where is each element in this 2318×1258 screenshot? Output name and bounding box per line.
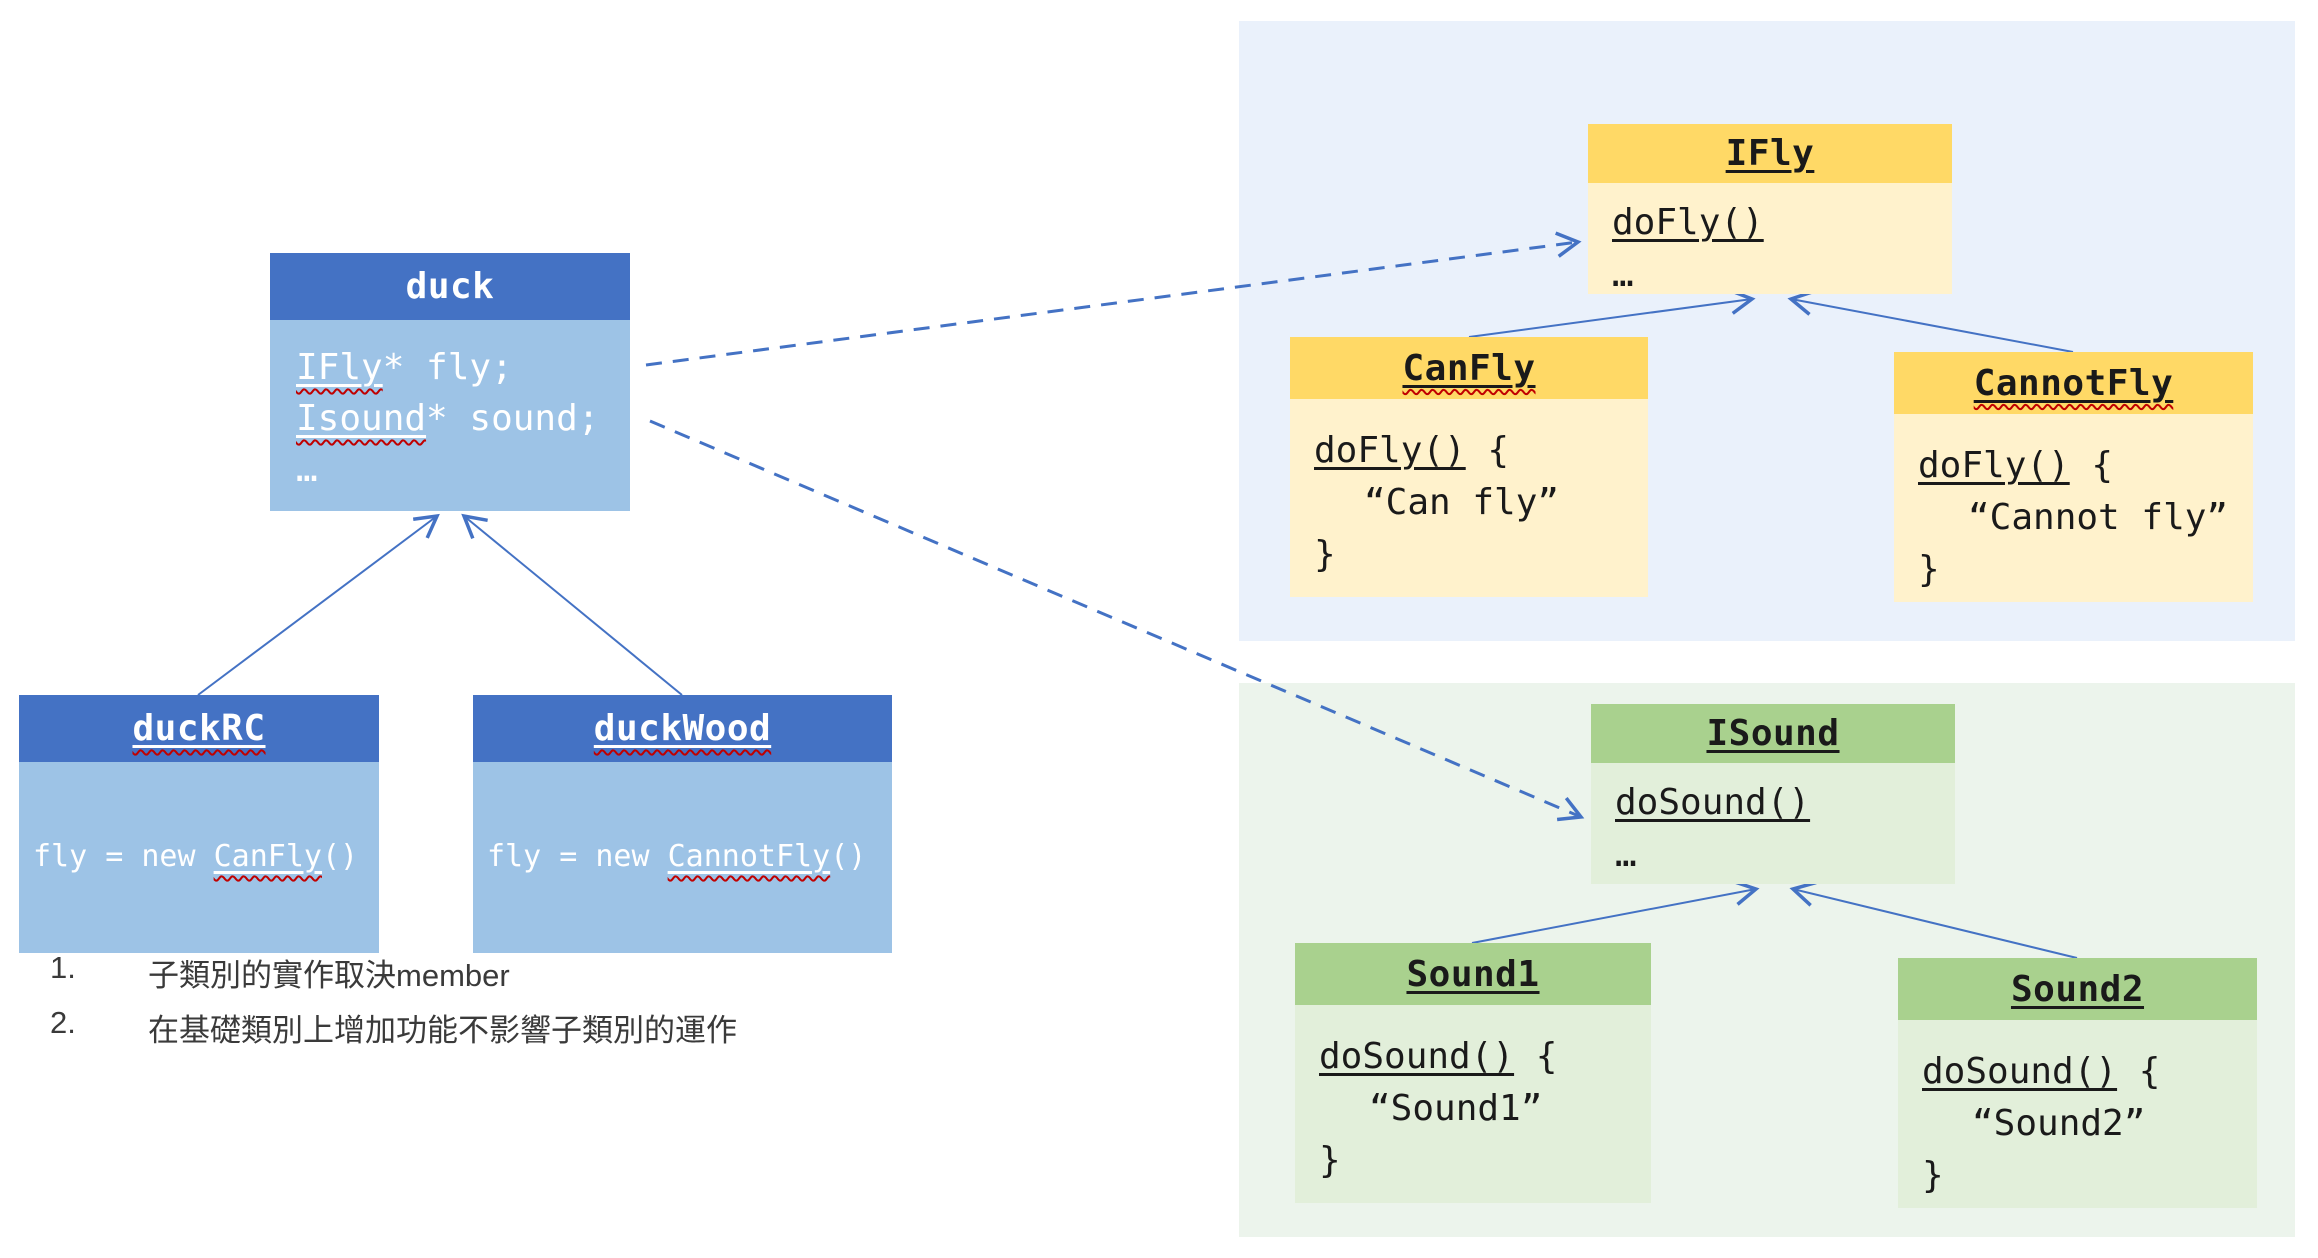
class-title-duckwood: duckWood [473, 695, 892, 762]
cannotfly-quote-line: “Cannot fly” [1968, 497, 2229, 538]
class-box-duckwood: duckWood fly = new CannotFly() [473, 695, 892, 953]
sound2-method: doSound() [1922, 1051, 2118, 1092]
class-title-isound: ISound [1591, 704, 1955, 763]
duckrc-body-ident: CanFly [213, 839, 322, 874]
duck-title-text: duck [405, 266, 495, 307]
class-box-canfly: CanFly doFly() { “Can fly” } [1290, 337, 1648, 597]
class-box-cannotfly: CannotFly doFly() { “Cannot fly” } [1894, 352, 2253, 602]
duck-field-fly: IFly* fly; [296, 342, 604, 393]
isound-method-line: doSound() [1615, 777, 1931, 829]
duckwood-body-line: fly = new CannotFly() [487, 839, 878, 874]
class-title-ifly: IFly [1588, 124, 1952, 183]
duckrc-body-line: fly = new CanFly() [33, 839, 365, 874]
class-title-sound1: Sound1 [1295, 943, 1651, 1005]
canfly-close-line: } [1314, 534, 1336, 575]
class-title-duckrc: duckRC [19, 695, 379, 762]
class-title-cannotfly: CannotFly [1894, 352, 2253, 414]
cannotfly-sig-rest: { [2069, 445, 2114, 486]
duck-ellipsis: … [296, 449, 318, 490]
duck-fly-type: IFly [296, 347, 383, 388]
class-box-sound1: Sound1 doSound() { “Sound1” } [1295, 943, 1651, 1203]
duckrc-body-post: () [322, 839, 359, 874]
duck-field-sound: Isound* sound; [296, 393, 604, 444]
note-1-text: 子類別的實作取決member [148, 958, 510, 993]
sound1-quote-line: “Sound1” [1369, 1088, 1543, 1129]
cannotfly-method: doFly() [1918, 445, 2070, 486]
class-box-isound: ISound doSound() … [1591, 704, 1955, 884]
note-item-1: 1. 子類別的實作取決member [50, 950, 737, 995]
class-box-sound2: Sound2 doSound() { “Sound2” } [1898, 958, 2257, 1208]
cannotfly-close-line: } [1918, 549, 1940, 590]
class-title-sound2: Sound2 [1898, 958, 2257, 1020]
ifly-ellipsis: … [1612, 254, 1634, 295]
duck-sound-rest: * sound; [426, 398, 600, 439]
isound-method: doSound() [1615, 782, 1811, 823]
duck-fly-rest: * fly; [382, 347, 513, 388]
class-box-duck: duck IFly* fly; Isound* sound; … [270, 253, 630, 511]
class-box-duckrc: duckRC fly = new CanFly() [19, 695, 379, 953]
ifly-title-text: IFly [1725, 133, 1815, 174]
isound-title-text: ISound [1706, 713, 1840, 754]
inheritance-arrow-duckwood-to-duck [461, 513, 683, 696]
canfly-method: doFly() [1314, 430, 1466, 471]
note-2-text: 在基礎類別上增加功能不影響子類別的運作 [148, 1013, 737, 1048]
ifly-method: doFly() [1612, 202, 1764, 243]
duckwood-title-text: duckWood [593, 708, 772, 749]
inheritance-arrow-duckrc-to-duck [197, 513, 440, 696]
sound2-sig-line: doSound() { [1922, 1046, 2233, 1098]
canfly-title-text: CanFly [1402, 347, 1536, 389]
class-box-ifly: IFly doFly() … [1588, 124, 1952, 295]
duckwood-body-post: () [830, 839, 867, 874]
sound2-close-line: } [1922, 1155, 1944, 1196]
cannotfly-sig-line: doFly() { [1918, 440, 2229, 492]
sound2-quote-line: “Sound2” [1972, 1103, 2146, 1144]
canfly-sig-rest: { [1465, 430, 1510, 471]
cannotfly-title-text: CannotFly [1973, 362, 2174, 404]
class-title-canfly: CanFly [1290, 337, 1648, 399]
sound2-sig-rest: { [2117, 1051, 2161, 1092]
ifly-method-line: doFly() [1612, 197, 1928, 249]
isound-ellipsis: … [1615, 834, 1637, 875]
sound2-title-text: Sound2 [2010, 968, 2145, 1010]
class-title-duck: duck [270, 253, 630, 320]
note-2-number: 2. [50, 1005, 76, 1040]
duck-sound-type: Isound [296, 398, 427, 439]
sound1-method: doSound() [1319, 1036, 1515, 1077]
canfly-quote-line: “Can fly” [1364, 482, 1560, 523]
notes-list: 1. 子類別的實作取決member 2. 在基礎類別上增加功能不影響子類別的運作 [50, 950, 737, 1060]
duckrc-title-text: duckRC [132, 708, 266, 749]
sound1-sig-rest: { [1514, 1036, 1558, 1077]
sound1-sig-line: doSound() { [1319, 1031, 1627, 1083]
duckwood-body-pre: fly = new [487, 839, 668, 874]
sound1-title-text: Sound1 [1406, 953, 1540, 995]
duckwood-body-ident: CannotFly [667, 839, 831, 874]
note-item-2: 2. 在基礎類別上增加功能不影響子類別的運作 [50, 1005, 737, 1050]
note-1-number: 1. [50, 950, 76, 985]
canfly-sig-line: doFly() { [1314, 425, 1624, 477]
sound1-close-line: } [1319, 1140, 1341, 1181]
duckrc-body-pre: fly = new [33, 839, 214, 874]
